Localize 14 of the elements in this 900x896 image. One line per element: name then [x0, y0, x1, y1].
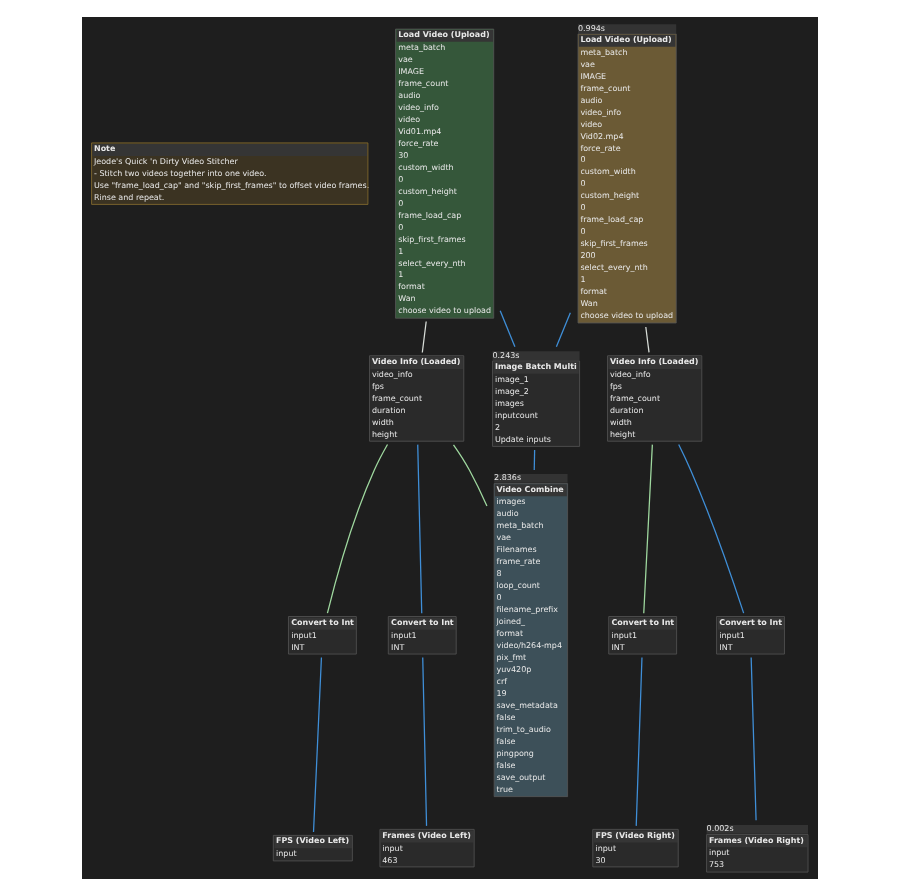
connector	[643, 444, 653, 614]
connector	[678, 443, 745, 614]
connector	[555, 312, 571, 348]
connector	[635, 656, 643, 827]
connector	[421, 320, 427, 354]
connector	[326, 443, 389, 614]
connector	[452, 444, 488, 507]
connector	[645, 326, 650, 354]
connector	[750, 656, 757, 821]
connector	[499, 310, 516, 348]
connector	[417, 444, 423, 614]
connector	[533, 449, 536, 471]
connector	[312, 656, 323, 833]
connector	[422, 656, 428, 827]
